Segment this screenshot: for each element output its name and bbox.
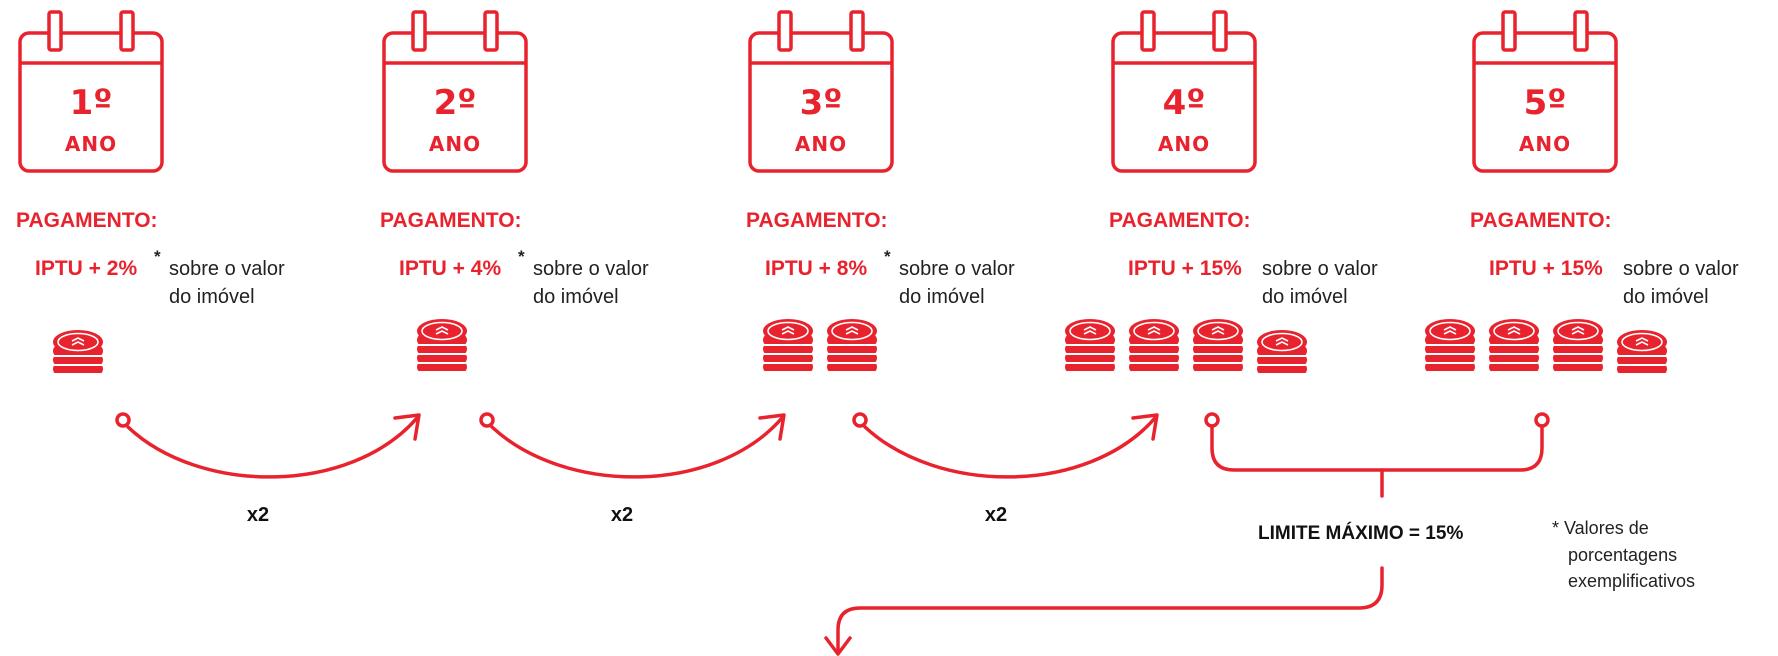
iptu-rate: IPTU + 4% [399, 257, 501, 280]
coin-stack-2 [827, 319, 877, 373]
coin-stack-3 [1193, 319, 1243, 373]
coin-stack-1 [1425, 319, 1475, 373]
coin-stack-2 [1129, 319, 1179, 373]
footnote-line-1: * Valores de [1552, 518, 1649, 538]
progression-arrow-2 [479, 412, 786, 479]
year-number: 4º [1163, 83, 1206, 123]
coin-stack-1 [53, 330, 103, 375]
year-label: ANO [1158, 132, 1210, 156]
iptu-rate: IPTU + 15% [1128, 257, 1242, 280]
coin-stack-2 [1489, 319, 1539, 373]
progression-arrow-1 [115, 412, 421, 479]
rate-description-line-1: sobre o valor [169, 258, 285, 280]
multiplier-label-1: x2 [247, 504, 269, 526]
year-number: 1º [70, 83, 113, 123]
year-label: ANO [795, 132, 847, 156]
multiplier-label-3: x2 [985, 504, 1007, 526]
coin-stack-3 [1553, 319, 1603, 373]
iptu-rate: IPTU + 15% [1489, 257, 1603, 280]
coin-stack-4 [1617, 330, 1667, 375]
coin-stack-4 [1257, 330, 1307, 375]
year-label: ANO [429, 132, 481, 156]
rate-description-line-1: sobre o valor [1623, 258, 1739, 280]
rate-description-line-1: sobre o valor [533, 258, 649, 280]
coin-stack-1 [763, 319, 813, 373]
coin-stack-1 [1065, 319, 1115, 373]
year-label: ANO [1519, 132, 1571, 156]
rate-asterisk: * [884, 247, 891, 266]
payment-heading: PAGAMENTO: [1470, 209, 1612, 232]
limit-bracket [824, 412, 1550, 656]
iptu-rate: IPTU + 2% [35, 257, 137, 280]
rate-description-line-1: sobre o valor [899, 258, 1015, 280]
limit-label: LIMITE MÁXIMO = 15% [1258, 522, 1463, 544]
payment-heading: PAGAMENTO: [746, 209, 888, 232]
payment-heading: PAGAMENTO: [380, 209, 522, 232]
footnote-line-2: porcentagens [1568, 545, 1677, 565]
footnote-line-3: exemplificativos [1568, 571, 1695, 591]
rate-asterisk: * [154, 247, 161, 266]
payment-heading: PAGAMENTO: [16, 209, 158, 232]
rate-description-line-2: do imóvel [1623, 286, 1709, 308]
rate-description-line-2: do imóvel [169, 286, 255, 308]
rate-description-line-2: do imóvel [899, 286, 985, 308]
year-number: 5º [1524, 83, 1567, 123]
year-label: ANO [65, 132, 117, 156]
rate-asterisk: * [518, 247, 525, 266]
coin-stack-1 [417, 319, 467, 373]
multiplier-label-2: x2 [611, 504, 633, 526]
progression-arrow-3 [852, 412, 1159, 479]
year-number: 3º [800, 83, 843, 123]
rate-description-line-1: sobre o valor [1262, 258, 1378, 280]
payment-heading: PAGAMENTO: [1109, 209, 1251, 232]
year-number: 2º [434, 83, 477, 123]
rate-description-line-2: do imóvel [1262, 286, 1348, 308]
iptu-rate: IPTU + 8% [765, 257, 867, 280]
rate-description-line-2: do imóvel [533, 286, 619, 308]
